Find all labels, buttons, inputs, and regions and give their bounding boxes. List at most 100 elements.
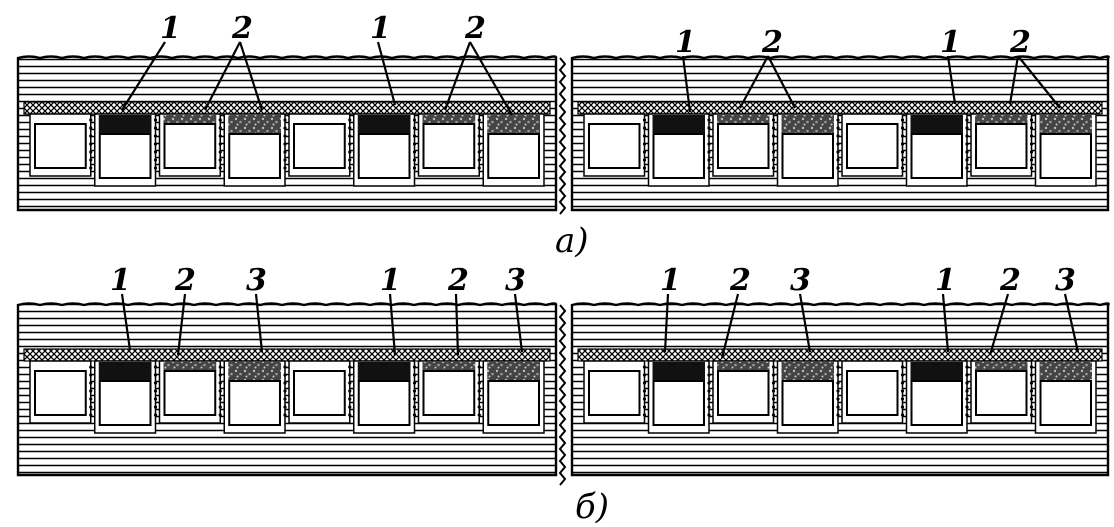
duct-dot <box>771 126 776 130</box>
duct-dot <box>89 126 93 130</box>
break-line <box>558 57 567 215</box>
duct-dot <box>1029 166 1034 170</box>
duct-dot <box>412 389 417 393</box>
wedge-type-3 <box>487 362 540 380</box>
duct-dot <box>965 142 969 146</box>
duct-dot <box>283 142 287 146</box>
conductor <box>98 133 152 179</box>
duct-dot <box>477 118 481 122</box>
duct-dot <box>477 134 481 138</box>
duct-dot <box>477 381 481 385</box>
duct-dot <box>348 142 352 146</box>
label-a-right-2b: 2 <box>1009 25 1031 60</box>
label-a-left-1b: 1 <box>370 11 391 46</box>
duct-dot <box>218 389 222 393</box>
conductor <box>781 133 834 179</box>
label-b-left-3b: 3 <box>505 263 526 298</box>
air-gap-band <box>577 348 1103 362</box>
label-a-left-2b: 2 <box>464 11 486 46</box>
duct-dot <box>153 373 158 377</box>
conductor <box>422 370 476 416</box>
panel-a-right-block <box>570 55 1110 212</box>
conductor <box>293 370 346 416</box>
duct-dot <box>412 166 417 170</box>
duct-dot <box>153 142 158 146</box>
duct-dot <box>707 373 711 377</box>
duct-dot <box>153 150 158 154</box>
conductor <box>910 133 963 179</box>
duct-dot <box>283 373 287 377</box>
duct-dot <box>900 166 905 170</box>
duct-dot <box>348 134 352 138</box>
duct-dot <box>283 381 287 385</box>
wedge-type-1 <box>910 115 963 133</box>
duct-dot <box>900 397 905 401</box>
label-b-right-1b: 1 <box>935 263 956 298</box>
duct-dot <box>477 150 481 154</box>
duct-dot <box>707 389 711 393</box>
duct-dot <box>283 365 287 369</box>
label-b-left-3a: 3 <box>246 263 267 298</box>
duct-dot <box>89 166 93 170</box>
duct-dot <box>1029 413 1034 417</box>
conductor <box>357 133 411 179</box>
duct-dot <box>153 158 158 162</box>
duct-dot <box>642 118 647 122</box>
duct-dot <box>1029 126 1034 130</box>
duct-dot <box>89 365 93 369</box>
duct-dot <box>153 413 158 417</box>
duct-dot <box>707 413 711 417</box>
duct-dot <box>965 413 969 417</box>
duct-dot <box>412 381 417 385</box>
duct-dot <box>707 118 711 122</box>
duct-dot <box>642 405 647 409</box>
duct-dot <box>1029 150 1034 154</box>
duct-dot <box>412 142 417 146</box>
wedge-type-2 <box>975 362 1028 370</box>
wedge-type-1 <box>652 362 705 380</box>
duct-dot <box>1029 158 1034 162</box>
duct-dot <box>707 166 711 170</box>
duct-dot <box>283 166 287 170</box>
conductor <box>163 123 217 169</box>
duct-dot <box>412 126 417 130</box>
duct-dot <box>348 126 352 130</box>
duct-dot <box>836 142 840 146</box>
panel-b-caption: б) <box>575 487 609 527</box>
wedge-type-2 <box>717 115 770 123</box>
conductor <box>1039 133 1092 179</box>
duct-dot <box>836 158 840 162</box>
duct-dot <box>412 373 417 377</box>
duct-dot <box>771 118 776 122</box>
duct-dot <box>965 126 969 130</box>
duct-dot <box>642 166 647 170</box>
duct-dot <box>153 166 158 170</box>
duct-dot <box>771 150 776 154</box>
duct-dot <box>836 134 840 138</box>
conductor <box>910 380 963 426</box>
duct-dot <box>771 397 776 401</box>
conductor <box>652 380 705 426</box>
duct-dot <box>348 389 352 393</box>
duct-dot <box>771 373 776 377</box>
label-a-right-1a: 1 <box>675 25 696 60</box>
label-b-left-1b: 1 <box>380 263 401 298</box>
duct-dot <box>412 134 417 138</box>
wedge-type-2 <box>717 362 770 370</box>
wedge-type-2 <box>228 115 281 133</box>
panel-a-labels: 1 2 1 2 1 2 1 2 <box>121 11 1061 116</box>
duct-dot <box>642 150 647 154</box>
duct-dot <box>153 389 158 393</box>
panel-b-left-block <box>16 302 567 486</box>
duct-dot <box>771 158 776 162</box>
wedge-type-3 <box>781 362 834 380</box>
duct-dot <box>642 373 647 377</box>
air-gap-band <box>23 101 551 115</box>
duct-dot <box>1029 134 1034 138</box>
duct-dot <box>836 118 840 122</box>
duct-dot <box>965 150 969 154</box>
label-b-right-2a: 2 <box>729 263 751 298</box>
duct-dot <box>283 397 287 401</box>
wedge-type-2 <box>1039 115 1092 133</box>
